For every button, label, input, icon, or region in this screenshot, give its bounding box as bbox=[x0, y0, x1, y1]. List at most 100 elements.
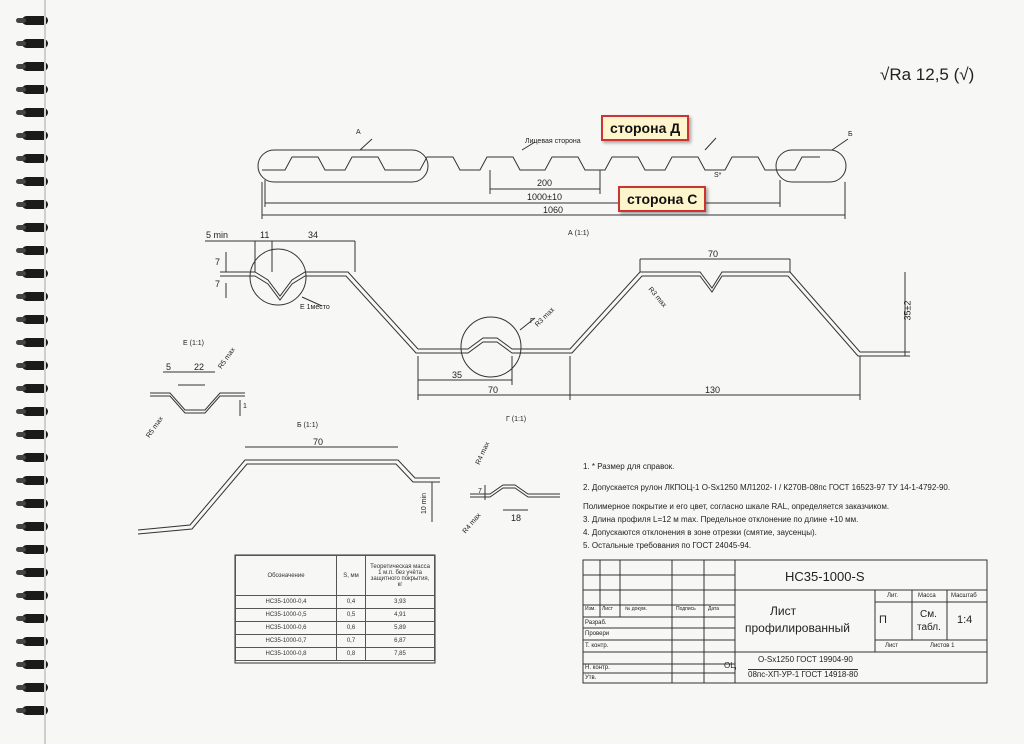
tb-designation: НС35-1000-S bbox=[785, 569, 865, 584]
mass-table-header-mass: Теоретическая масса 1 м.п. без учёта защ… bbox=[365, 555, 435, 596]
binding-ring bbox=[16, 108, 48, 117]
detail-g-dim-7: 7 bbox=[478, 488, 482, 495]
table-cell: 7,85 bbox=[365, 647, 435, 661]
table-cell: 6,87 bbox=[365, 634, 435, 648]
binding-ring bbox=[16, 660, 48, 669]
binding-ring bbox=[16, 476, 48, 485]
detail-e-title: Е (1:1) bbox=[183, 340, 205, 347]
binding-ring bbox=[16, 85, 48, 94]
dim-35pm2: 35±2 bbox=[902, 300, 913, 321]
table-cell: 5,89 bbox=[365, 621, 435, 635]
binding-ring bbox=[16, 131, 48, 140]
tb-row-utv: Утв. bbox=[585, 675, 597, 681]
dim-1000: 1000±10 bbox=[527, 192, 562, 202]
binding-ring bbox=[16, 384, 48, 393]
section-a-title: А (1:1) bbox=[568, 230, 590, 237]
dim-70-bottom: 70 bbox=[488, 385, 499, 395]
binding-ring bbox=[16, 62, 48, 71]
note-3: 3. Длина профиля L=12 м max. Предельное … bbox=[583, 515, 859, 524]
table-cell: НС35-1000-0,8 bbox=[235, 647, 337, 661]
tb-row-prover: Провери bbox=[585, 631, 610, 637]
binding-ring bbox=[16, 16, 48, 25]
tb-sheet: Лист bbox=[885, 643, 899, 649]
dim-130: 130 bbox=[705, 385, 721, 395]
tb-name-line2: профилированный bbox=[745, 621, 850, 635]
table-cell: НС35-1000-0,6 bbox=[235, 621, 337, 635]
tb-col-sign: Подпись bbox=[676, 606, 696, 612]
binding-ring bbox=[16, 39, 48, 48]
binding-ring bbox=[16, 499, 48, 508]
dim-5min: 5 min bbox=[206, 230, 229, 240]
tb-row-nkontr: Н. контр. bbox=[585, 665, 610, 671]
binding-ring bbox=[16, 453, 48, 462]
tb-hdr-masshtab: Масштаб bbox=[951, 593, 977, 599]
binding-ring bbox=[16, 706, 48, 715]
detail-b-dim-70: 70 bbox=[313, 437, 324, 447]
dim-11: 11 bbox=[260, 230, 270, 240]
detail-b-title: Б (1:1) bbox=[297, 422, 318, 429]
tb-material-top: O-Sx1250 ГОСТ 19904-90 bbox=[758, 655, 853, 664]
tb-scale: 1:4 bbox=[957, 614, 973, 626]
tb-lit: П bbox=[879, 614, 887, 626]
tb-massa-line1: См. bbox=[920, 609, 937, 620]
dim-70-top: 70 bbox=[708, 249, 719, 259]
binding-ring bbox=[16, 591, 48, 600]
tb-row-razrab: Разраб. bbox=[585, 620, 607, 626]
table-cell: 0,4 bbox=[336, 595, 366, 609]
table-cell: 0,6 bbox=[336, 621, 366, 635]
label-g: Г bbox=[530, 318, 534, 325]
detail-e-profile bbox=[150, 392, 245, 411]
note-1: 1. * Размер для справок. bbox=[583, 462, 675, 471]
label-e-1place: Е 1место bbox=[300, 304, 330, 311]
tb-col-list: Лист bbox=[602, 606, 613, 612]
detail-e-dim-1: 1 bbox=[243, 403, 247, 410]
table-cell: 0,8 bbox=[336, 647, 366, 661]
binding-ring bbox=[16, 361, 48, 370]
mass-table-header-designation: Обозначение bbox=[235, 555, 337, 596]
dim-1060: 1060 bbox=[543, 205, 564, 215]
table-cell: НС35-1000-0,4 bbox=[235, 595, 337, 609]
binding-ring bbox=[16, 545, 48, 554]
tb-col-izm: Изм. bbox=[585, 606, 596, 612]
table-cell: 3,93 bbox=[365, 595, 435, 609]
callout-side-c: сторона С bbox=[618, 186, 707, 212]
table-cell: 0,5 bbox=[336, 608, 366, 622]
binding-ring bbox=[16, 614, 48, 623]
profile-outline bbox=[262, 156, 820, 171]
spiral-binding bbox=[0, 0, 60, 744]
binding-ring bbox=[16, 223, 48, 232]
binding-ring bbox=[16, 200, 48, 209]
binding-ring bbox=[16, 407, 48, 416]
detail-g-circle bbox=[460, 316, 522, 378]
detail-e-dim-22: 22 bbox=[194, 362, 205, 372]
tb-name-line1: Лист bbox=[770, 604, 797, 618]
detail-e-circle bbox=[249, 248, 307, 306]
tb-material-prefix: ОЦ bbox=[724, 661, 737, 670]
mass-table: Обозначение S, мм Теоретическая масса 1 … bbox=[235, 555, 435, 661]
binding-ring bbox=[16, 338, 48, 347]
face-side-label: Лицевая сторона bbox=[525, 138, 581, 145]
note-4: 4. Допускаются отклонения в зоне отрезки… bbox=[583, 528, 817, 537]
table-cell: 4,91 bbox=[365, 608, 435, 622]
page-edge bbox=[44, 0, 46, 744]
binding-ring bbox=[16, 430, 48, 439]
detail-g-profile bbox=[470, 484, 560, 495]
detail-b-dim-10min: 10 min bbox=[421, 492, 429, 515]
tb-sheets: Листов 1 bbox=[930, 643, 955, 649]
binding-ring bbox=[16, 154, 48, 163]
tb-hdr-lit: Лит. bbox=[887, 593, 899, 599]
tb-row-tkontr: Т. контр. bbox=[585, 643, 609, 649]
binding-ring bbox=[16, 292, 48, 301]
detail-b-profile bbox=[137, 459, 440, 531]
title-block-frame bbox=[582, 559, 988, 684]
binding-ring bbox=[16, 269, 48, 278]
detail-g-title: Г (1:1) bbox=[506, 416, 527, 423]
binding-ring bbox=[16, 522, 48, 531]
dim-34: 34 bbox=[308, 230, 319, 240]
